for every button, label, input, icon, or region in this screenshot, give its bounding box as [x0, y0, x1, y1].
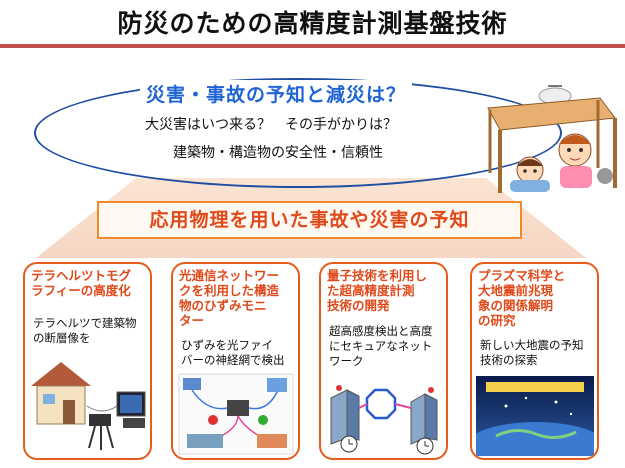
card-description: 新しい大地震の予知 技術の探索	[480, 338, 584, 368]
earth-plasma-illustration	[476, 376, 594, 456]
question-heading: 災害・事故の予知と減災は？	[140, 80, 413, 107]
card-title-line: クを利用した構造	[179, 283, 280, 298]
card-desc-line: バーの神経網で検出	[181, 353, 285, 367]
building-left	[330, 389, 348, 445]
card-title-line: ター	[179, 313, 205, 328]
card-desc-line: にセキュアなネット	[329, 339, 433, 353]
card-title-line: た超高精度計測	[327, 283, 415, 298]
fiber-network-illustration	[178, 373, 294, 455]
earth-surface	[476, 422, 594, 456]
question-ellipse	[34, 78, 562, 188]
card-title-line: の研究	[478, 313, 516, 328]
card-desc-line: ひずみを光ファイ	[181, 338, 273, 352]
table-top	[487, 97, 616, 131]
card-desc-line: ワーク	[329, 354, 364, 368]
card-title-line: 大地震前兆現	[478, 283, 554, 298]
card-title-line: 物のひずみモニ	[179, 298, 267, 313]
card-title-line: プラズマ科学と	[478, 268, 566, 283]
page-title: 防災のための高精度計測基盤技術	[117, 9, 508, 38]
building-right	[410, 393, 426, 445]
card-description: テラヘルツで建築物 の断層像を	[33, 316, 137, 346]
quantum-ring	[365, 388, 397, 420]
card-desc-line: 超高感度検出と高度	[329, 324, 433, 338]
card-title: テラヘルツトモグ ラフィーの高度化	[31, 268, 131, 298]
quantum-network-illustration	[330, 385, 438, 455]
label-strip	[486, 382, 584, 392]
card-terahertz: テラヘルツトモグ ラフィーの高度化 テラヘルツで建築物 の断層像を	[23, 262, 152, 460]
camera-icon	[89, 414, 111, 426]
card-description: ひずみを光ファイ バーの神経網で検出	[181, 338, 285, 368]
network-hub	[227, 400, 249, 416]
card-description: 超高感度検出と高度 にセキュアなネット ワーク	[329, 324, 433, 369]
earthquake-table-illustration	[487, 85, 617, 193]
card-desc-line: 新しい大地震の予知	[480, 338, 584, 352]
card-title: 光通信ネットワー クを利用した構造 物のひずみモニ ター	[179, 268, 279, 328]
title-underline	[0, 44, 625, 48]
card-title-line: 技術の開発	[327, 298, 390, 313]
card-title: プラズマ科学と 大地震前兆現 象の関係解明 の研究	[478, 268, 565, 328]
card-title-line: 量子技術を利用し	[327, 268, 428, 283]
card-title-line: 象の関係解明	[478, 298, 554, 313]
card-title-line: 光通信ネットワー	[179, 268, 280, 283]
card-desc-line: 技術の探索	[480, 353, 538, 367]
card-title: 量子技術を利用し た超高精度計測 技術の開発	[327, 268, 427, 313]
card-optical-network: 光通信ネットワー クを利用した構造 物のひずみモニ ター ひずみを光ファイ バー…	[171, 262, 300, 460]
house-roof	[31, 362, 91, 386]
house-wall	[36, 385, 86, 425]
house-camera-illustration	[31, 362, 146, 450]
card-desc-line: テラヘルツで建築物	[33, 316, 137, 330]
cat	[597, 168, 613, 184]
card-title-line: ラフィーの高度化	[31, 283, 131, 298]
central-banner: 応用物理を用いた事故や災害の予知	[97, 201, 522, 239]
question-line-1: 大災害はいつ来る？ その手がかりは？	[145, 117, 397, 133]
card-plasma: プラズマ科学と 大地震前兆現 象の関係解明 の研究 新しい大地震の予知 技術の探…	[470, 262, 599, 460]
card-quantum: 量子技術を利用し た超高精度計測 技術の開発 超高感度検出と高度 にセキュアなネ…	[319, 262, 448, 460]
card-desc-line: の断層像を	[33, 331, 91, 345]
card-title-line: テラヘルツトモグ	[31, 268, 132, 283]
question-line-2: 建築物・構造物の安全性・信頼性	[173, 145, 383, 161]
